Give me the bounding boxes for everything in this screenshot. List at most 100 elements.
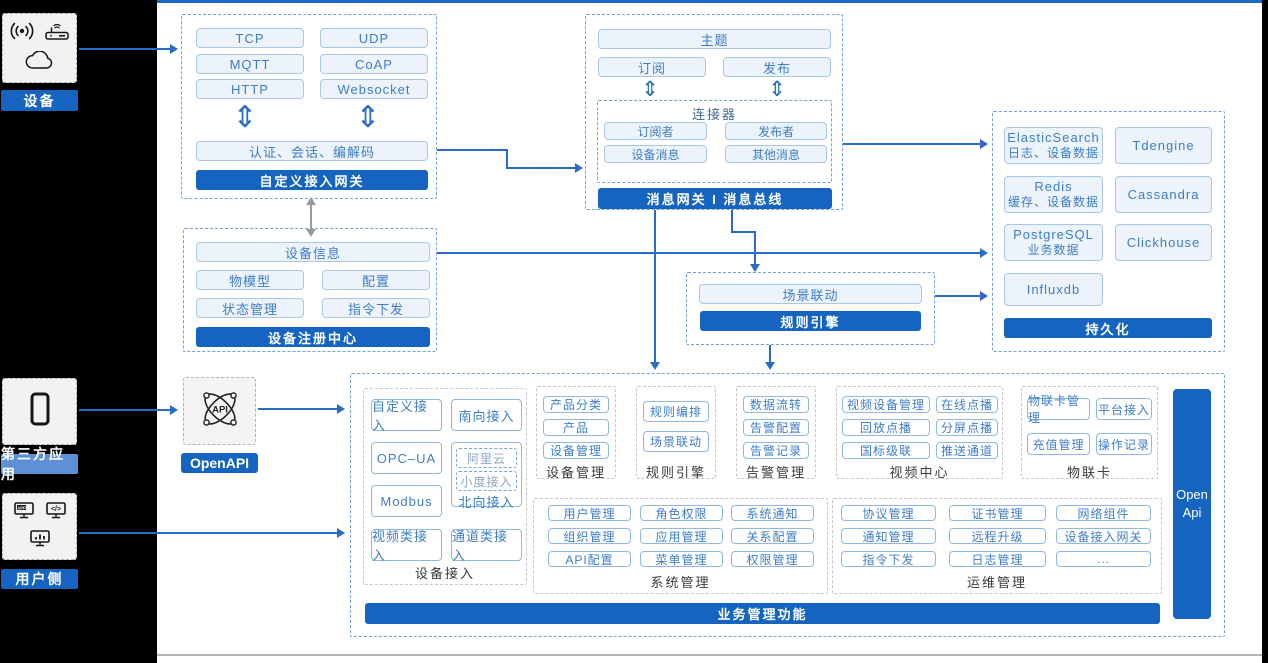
group-ops-mgmt-label: 运维管理 <box>966 575 1027 590</box>
split-screen-pill: 分屏点播 <box>936 419 998 436</box>
group-video-center-label: 视频中心 <box>889 465 950 480</box>
open-api-line2: Api <box>1182 505 1202 520</box>
ellipsis-pill: ... <box>1056 551 1151 567</box>
persistence-bar: 持久化 <box>1004 318 1212 338</box>
protocol-http: HTTP <box>196 79 304 99</box>
rule-engine-bar: 规则引擎 <box>700 311 921 331</box>
app-mgmt-pill: 应用管理 <box>640 528 723 544</box>
rule-orchestration-pill: 规则编排 <box>643 401 709 422</box>
open-api-vertical-bar: Open Api <box>1173 389 1211 619</box>
persistence-panel <box>992 111 1225 352</box>
group-iot-card <box>1021 386 1158 479</box>
postgresql-cell: PostgreSQL 业务数据 <box>1004 224 1103 261</box>
user-side-source-tile: APP </> <box>2 493 77 560</box>
group-alarm-mgmt-label: 告警管理 <box>745 465 806 480</box>
product-pill: 产品 <box>543 419 609 436</box>
window-top-accent <box>157 0 1262 3</box>
publish-pill: 发布 <box>723 57 831 77</box>
topic-pill: 主题 <box>598 29 831 49</box>
protocol-tcp: TCP <box>196 28 304 48</box>
south-access-pill: 南向接入 <box>451 399 522 431</box>
message-bus-bar: 消息网关 I 消息总线 <box>598 188 832 209</box>
api-config-pill: API配置 <box>548 551 631 567</box>
db-name: ElasticSearch <box>1007 129 1100 145</box>
connector-rule-to-business <box>765 345 775 370</box>
online-play-pill: 在线点播 <box>936 396 998 413</box>
clickhouse-cell: Clickhouse <box>1115 224 1212 261</box>
org-mgmt-pill: 组织管理 <box>548 528 631 544</box>
connector-gateway-to-bus-2 <box>506 149 508 169</box>
cert-mgmt-pill: 证书管理 <box>949 505 1046 521</box>
connector-rule-to-influxdb <box>935 291 988 301</box>
signal-icon <box>10 21 34 46</box>
group-rule-engine <box>636 386 716 479</box>
group-device-mgmt-label: 设备管理 <box>545 465 606 480</box>
push-channel-pill: 推送通道 <box>936 442 998 459</box>
device-registry-bar: 设备注册中心 <box>196 327 430 347</box>
connector-gateway-to-bus-3 <box>506 163 583 173</box>
video-device-mgmt-pill: 视频设备管理 <box>842 396 930 413</box>
connector-userside-to-business <box>79 528 345 538</box>
publisher-pill: 发布者 <box>725 122 827 140</box>
updown-arrow-icon: ⇕ <box>768 78 786 101</box>
relation-config-pill: 关系配置 <box>731 528 814 544</box>
system-notice-pill: 系统通知 <box>731 505 814 521</box>
iot-card-mgmt-pill: 物联卡管理 <box>1027 394 1090 425</box>
svg-text:</>: </> <box>50 506 60 513</box>
protocol-mgmt-pill: 协议管理 <box>841 505 936 521</box>
recharge-mgmt-pill: 充值管理 <box>1027 433 1090 455</box>
db-sub: 缓存、设备数据 <box>1007 195 1099 210</box>
data-flow-pill: 数据流转 <box>743 396 809 413</box>
connector-bus-to-rule-1 <box>731 210 733 233</box>
business-panel <box>350 373 1225 637</box>
openapi-label: OpenAPI <box>181 453 258 473</box>
other-message-pill: 其他消息 <box>725 145 827 163</box>
channel-access-pill: 通道类接入 <box>451 529 522 563</box>
log-mgmt-pill: 日志管理 <box>949 551 1046 567</box>
open-api-line1: Open <box>1176 487 1208 503</box>
group-video-center <box>836 386 1003 479</box>
connector-openapi-to-business <box>258 404 345 414</box>
third-party-source-label: 第三方应用 <box>1 446 78 482</box>
modbus-pill: Modbus <box>371 485 442 517</box>
group-iot-card-label: 物联卡 <box>1066 465 1112 480</box>
connector-gateway-to-bus-1 <box>437 149 508 151</box>
user-mgmt-pill: 用户管理 <box>548 505 631 521</box>
scene-linkage-pill: 场景联动 <box>699 284 922 304</box>
device-source-label: 设备 <box>1 90 78 111</box>
xiaodu-access-pill: 小度接入 <box>456 471 517 491</box>
permission-mgmt-pill: 权限管理 <box>731 551 814 567</box>
connector-bus-to-business <box>650 210 660 370</box>
app-window-icon: APP <box>13 501 35 524</box>
db-name: Redis <box>1034 178 1073 194</box>
device-info-pill: 设备信息 <box>196 242 430 262</box>
subscriber-pill: 订阅者 <box>604 122 707 140</box>
elasticsearch-cell: ElasticSearch 日志、设备数据 <box>1004 127 1103 164</box>
updown-arrow-icon: ⇕ <box>641 78 659 101</box>
group-system-mgmt <box>533 498 828 594</box>
updown-arrow-icon: ⇕ <box>232 101 258 134</box>
group-alarm-mgmt <box>736 386 816 479</box>
group-device-mgmt <box>536 386 616 479</box>
notice-mgmt-pill: 通知管理 <box>841 528 936 544</box>
api-atom-icon: API <box>196 385 244 438</box>
db-sub: 日志、设备数据 <box>1007 146 1099 161</box>
command-dispatch-pill2: 指令下发 <box>841 551 936 567</box>
network-component-pill: 网络组件 <box>1056 505 1151 521</box>
tdengine-cell: Tdengine <box>1115 127 1212 164</box>
device-access-gateway-pill: 设备接入网关 <box>1056 528 1151 544</box>
state-mgmt-pill: 状态管理 <box>196 298 304 318</box>
connector-thirdparty-to-openapi <box>79 405 178 415</box>
router-icon <box>44 21 70 46</box>
connector-panel <box>597 100 832 183</box>
connector-bus-to-elasticsearch <box>843 139 988 149</box>
user-side-source-label: 用户侧 <box>1 569 78 589</box>
group-rule-engine-label: 规则引擎 <box>645 465 706 480</box>
db-sub: 业务数据 <box>1027 243 1080 258</box>
command-dispatch-pill: 指令下发 <box>322 298 430 318</box>
chart-icon <box>29 529 51 552</box>
third-party-source-tile <box>2 378 77 445</box>
group-system-mgmt-label: 系统管理 <box>650 575 711 590</box>
protocol-websocket: Websocket <box>320 79 428 99</box>
